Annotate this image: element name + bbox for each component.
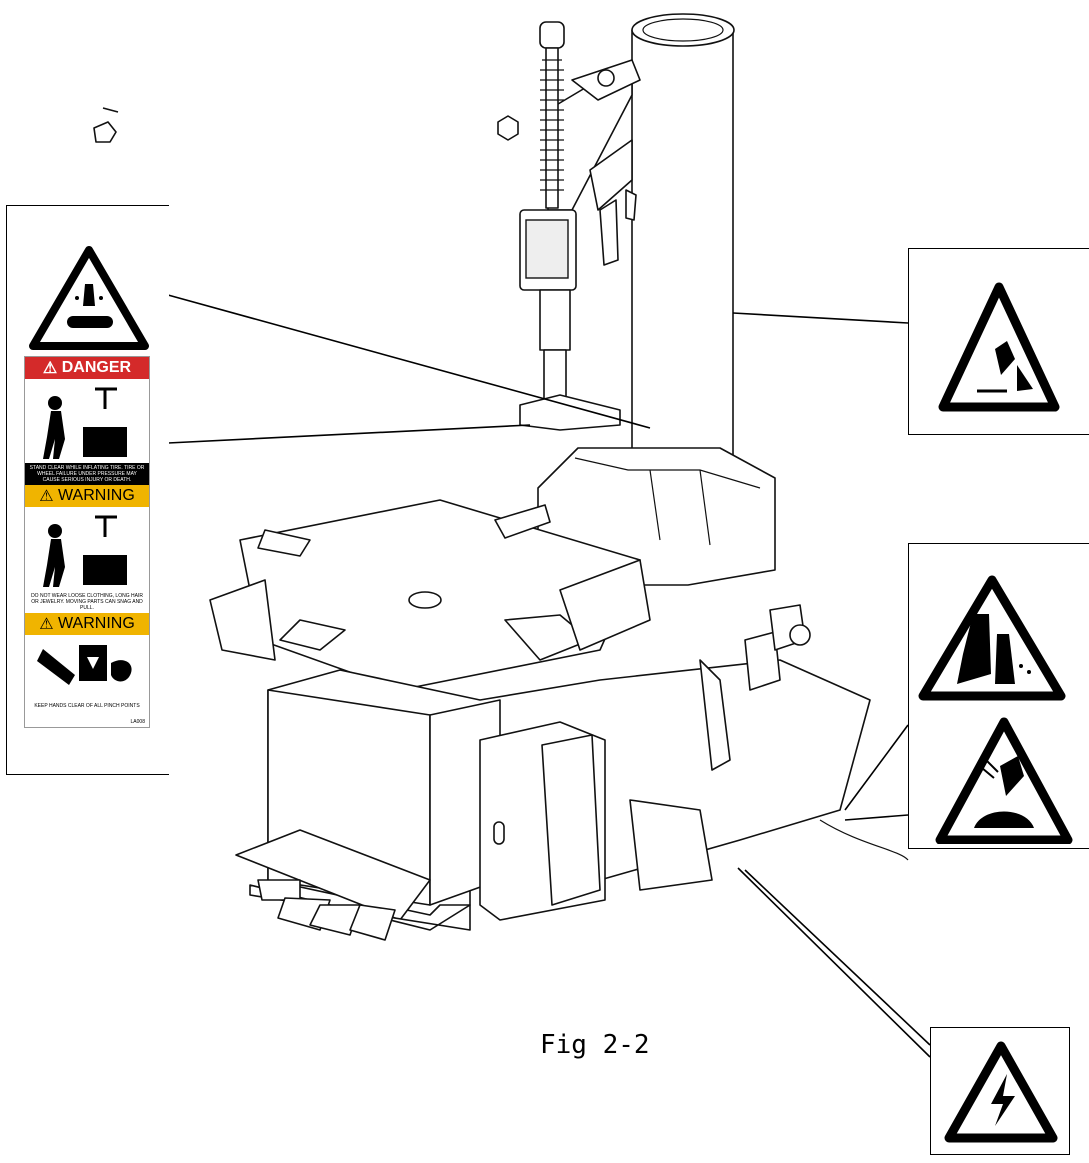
machine-arm [547, 59, 641, 266]
machine-column [631, 13, 735, 471]
warning-text-2: KEEP HANDS CLEAR OF ALL PINCH POINTS [25, 701, 149, 711]
turntable [209, 499, 651, 691]
danger-text: STAND CLEAR WHILE INFLATING TIRE. TIRE O… [25, 463, 149, 485]
machine-shaft [93, 21, 621, 431]
danger-banner: ⚠ DANGER [25, 357, 149, 379]
hand-pinch-pictogram [37, 645, 132, 685]
falling-object-hazard-icon [938, 282, 1060, 412]
warning-text-1: DO NOT WEAR LOOSE CLOTHING, LONG HAIR OR… [25, 591, 149, 613]
crush-hazard-icon [29, 246, 149, 350]
right-callout-box-3 [930, 1027, 1070, 1155]
right-callout-box-2 [908, 543, 1089, 849]
warning-title-2: WARNING [58, 615, 135, 632]
figure-caption: Fig 2-2 [540, 1030, 650, 1060]
warning-triangle-icon: ⚠ [39, 488, 59, 505]
warning-banner-2: ⚠ WARNING [25, 613, 149, 635]
projectile-hazard-icon [935, 717, 1073, 844]
danger-title: DANGER [61, 359, 132, 376]
warning-triangle-icon: ⚠ [42, 360, 62, 377]
pinch-point-hazard-icon [918, 575, 1066, 701]
entanglement-hazard-pictogram [43, 515, 127, 587]
label-code: LA008 [130, 719, 145, 725]
electrical-hazard-icon [944, 1041, 1058, 1143]
machine-base [235, 604, 909, 941]
safety-label-stack: ⚠ DANGER STAND CLEAR WHILE INFLATING TIR… [24, 356, 150, 728]
warning-triangle-icon: ⚠ [39, 616, 59, 633]
inflation-hazard-pictogram [43, 387, 127, 459]
right-callout-box-1 [908, 248, 1089, 435]
warning-banner-1: ⚠ WARNING [25, 485, 149, 507]
warning-title-1: WARNING [58, 487, 135, 504]
callout-lines [167, 294, 931, 1058]
